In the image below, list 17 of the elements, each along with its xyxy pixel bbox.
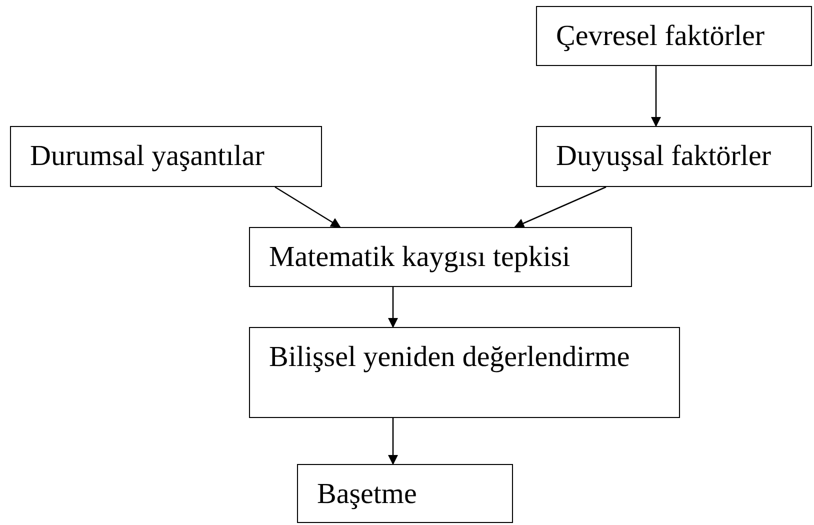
process-box [297, 464, 513, 523]
arrow [514, 186, 606, 228]
box-label: Durumsal yaşantılar [30, 139, 264, 173]
box-label: Duyuşsal faktörler [556, 139, 772, 173]
process-box [536, 126, 812, 187]
arrow [388, 418, 398, 465]
process-box [536, 6, 812, 66]
box-label: Matematik kaygısı tepkisi [269, 240, 570, 274]
arrow [388, 287, 398, 328]
arrow [651, 66, 661, 127]
arrow [274, 186, 341, 228]
process-box [249, 227, 632, 287]
box-label: Çevresel faktörler [556, 19, 765, 53]
box-label: Bilişsel yeniden değerlendirme [269, 340, 630, 374]
process-box [249, 327, 680, 418]
process-box [10, 126, 322, 187]
box-label: Başetme [317, 477, 417, 511]
